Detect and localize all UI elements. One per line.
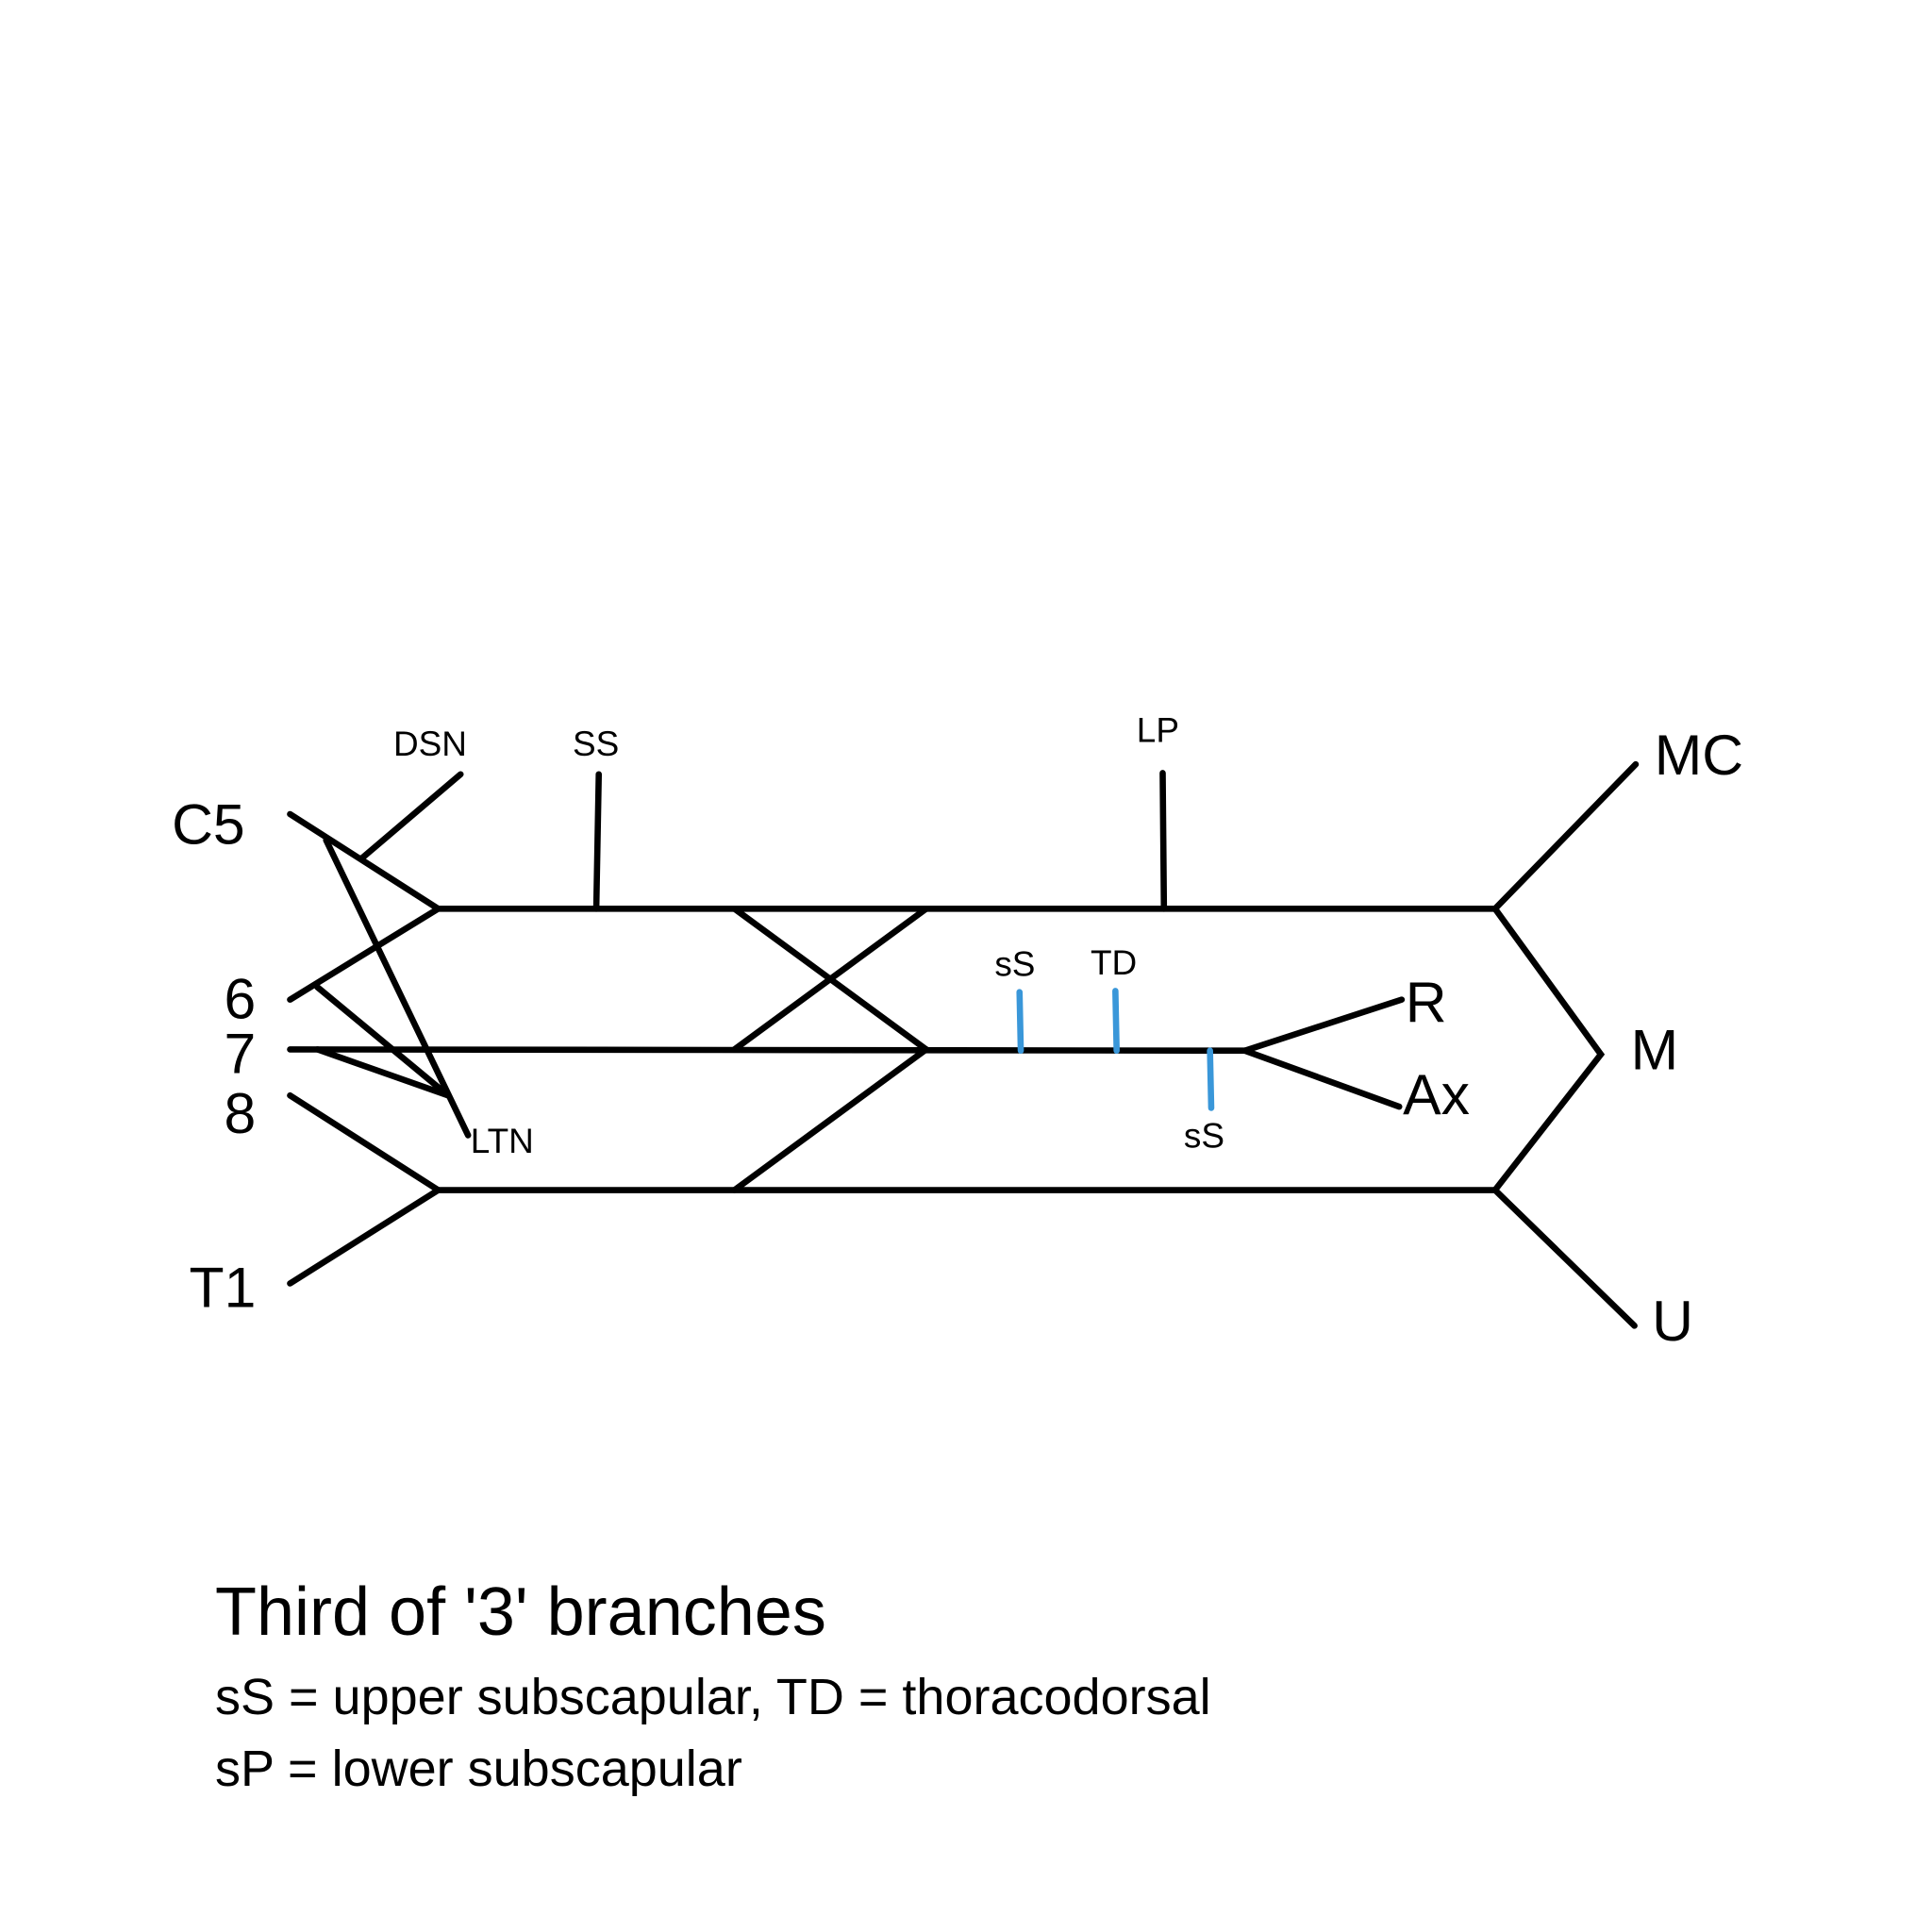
dsn-label: DSN xyxy=(393,724,467,763)
axillary-branch-line xyxy=(1241,1047,1403,1110)
root-t1-line xyxy=(287,1187,441,1287)
thoracodorsal-branch-line xyxy=(1112,988,1120,1055)
root-label-t1: T1 xyxy=(190,1256,257,1320)
radial-branch-line xyxy=(1241,996,1406,1055)
division-line xyxy=(731,906,930,1053)
root-label-c5: C5 xyxy=(172,792,245,857)
root-c8-line xyxy=(287,1091,441,1193)
lower-subscapular-branch-line xyxy=(1207,1047,1215,1111)
upper-subscapular-branch-line xyxy=(1016,989,1024,1055)
ulnar-branch-line xyxy=(1491,1187,1638,1329)
caption-legend-line-2: sP = lower subscapular xyxy=(215,1740,742,1797)
caption-legend-line-1: sS = upper subscapular, TD = thoracodors… xyxy=(215,1669,1211,1725)
r-label: R xyxy=(1406,970,1447,1034)
ss-branch-line xyxy=(592,771,603,912)
u-label: U xyxy=(1652,1289,1693,1353)
caption-title: Third of '3' branches xyxy=(215,1574,826,1650)
lp-label: LP xyxy=(1137,710,1179,749)
ltn-branch-line xyxy=(314,984,452,1099)
root-c7-line xyxy=(287,1046,1248,1055)
mc-branch-line xyxy=(1491,760,1640,912)
lower-subscapular-label: sS xyxy=(1184,1117,1224,1156)
root-label-c6: 6 xyxy=(225,966,257,1030)
ltn-label: LTN xyxy=(471,1122,534,1160)
division-line xyxy=(731,1046,930,1193)
mc-label: MC xyxy=(1655,723,1743,787)
root-c6-line xyxy=(287,906,441,1003)
ltn-branch-line xyxy=(314,1046,452,1099)
ax-label: Ax xyxy=(1403,1062,1470,1126)
lp-branch-line xyxy=(1159,770,1168,912)
ss-label: SS xyxy=(573,724,619,763)
m-label: M xyxy=(1631,1018,1679,1082)
root-c5-line xyxy=(287,810,441,912)
root-label-c7: 7 xyxy=(225,1021,257,1085)
dsn-branch-line xyxy=(358,771,464,862)
upper-subscapular-label: sS xyxy=(994,945,1035,984)
root-label-c8: 8 xyxy=(225,1081,257,1145)
ltn-branch-line xyxy=(323,837,472,1139)
thoracodorsal-label: TD xyxy=(1091,943,1137,982)
median-branch-line xyxy=(1491,906,1606,1193)
